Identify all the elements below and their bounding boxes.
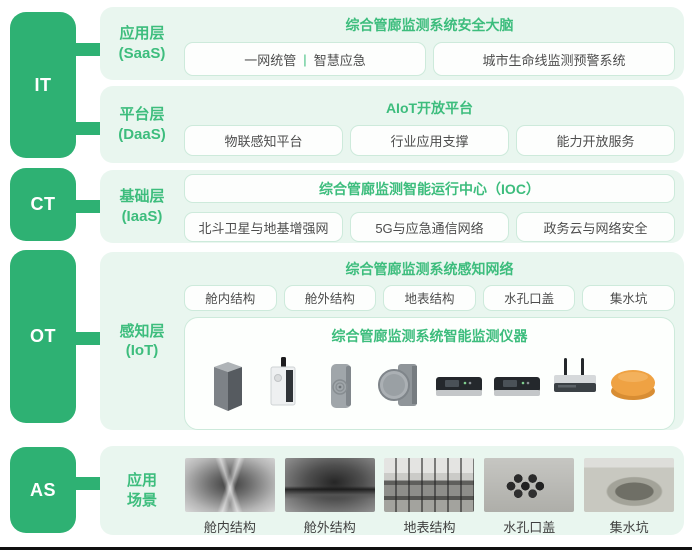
iot-layer-sub: (IoT)	[125, 342, 159, 359]
scenes-layer-label: 应用 场景	[100, 446, 184, 535]
bar-as: AS	[10, 447, 76, 533]
box-lifeline-warning-system: 城市生命线监测预警系统	[433, 42, 675, 76]
connector-iot	[74, 332, 102, 345]
iaas-layer-sub: (IaaS)	[121, 207, 163, 225]
scene-surface-structure: 地表结构	[384, 458, 476, 536]
iaas-layer-name: 基础层	[119, 188, 165, 205]
saas-layer-name: 应用层	[119, 25, 165, 42]
divider: |	[303, 51, 307, 67]
round-face-sensor-image	[313, 351, 371, 417]
box-urban-governance: 一网统管 | 智慧应急	[184, 42, 426, 76]
orange-gnss-beacon-image	[604, 351, 662, 417]
chip-manhole-cover: 水孔口盖	[482, 285, 576, 311]
chip-cabin-interior: 舱内结构	[184, 285, 277, 311]
bar-ct-label: CT	[30, 194, 56, 214]
box-beidou-network: 北斗卫星与地基增强网	[184, 212, 343, 242]
scenes-row: 应用 场景 舱内结构 舱外结构 地表结构 水孔口盖	[100, 446, 684, 535]
saas-layer-label: 应用层 (SaaS)	[100, 7, 184, 80]
disc-displacement-sensor-image	[371, 351, 429, 417]
chip-cabin-exterior: 舱外结构	[283, 285, 377, 311]
instruments-title: 综合管廊监测系统智能监测仪器	[331, 327, 528, 344]
scene-caption: 水孔口盖	[503, 520, 556, 535]
iaas-row: 基础层 (IaaS) 综合管廊监测智能运行中心（IOC） 北斗卫星与地基增强网 …	[100, 170, 684, 243]
instruments-panel: 综合管廊监测系统智能监测仪器	[184, 316, 675, 430]
scene-manhole-cover: 水孔口盖	[483, 458, 575, 536]
iot-layer-name: 感知层	[119, 322, 165, 340]
box-label: 一网统管	[244, 52, 297, 68]
logger-box-image	[488, 351, 546, 417]
bar-ct: CT	[10, 168, 76, 241]
box-open-services: 能力开放服务	[516, 125, 675, 156]
scene-caption: 集水坑	[609, 520, 649, 535]
daas-layer-label: 平台层 (DaaS)	[100, 86, 184, 163]
daas-row: 平台层 (DaaS) AIoT开放平台 物联感知平台 行业应用支撑 能力开放服务	[100, 86, 684, 163]
scene-caption: 舱内结构	[203, 520, 256, 535]
connector-scenes	[74, 477, 102, 490]
bar-it: IT	[10, 12, 76, 158]
sensing-network-title: 综合管廊监测系统感知网络	[345, 261, 514, 277]
logger-box-image	[430, 351, 488, 417]
bar-ot-label: OT	[30, 326, 56, 346]
saas-title: 综合管廊监测系统安全大脑	[345, 17, 514, 33]
saas-layer-sub: (SaaS)	[118, 44, 166, 62]
ioc-title-box: 综合管廊监测智能运行中心（IOC）	[184, 174, 675, 203]
cabin-exterior-photo	[284, 458, 375, 512]
iot-layer-label: 感知层 (IoT)	[100, 252, 184, 430]
saas-row: 应用层 (SaaS) 综合管廊监测系统安全大脑 一网统管 | 智慧应急 城市生命线监…	[100, 7, 684, 80]
cabin-interior-photo	[184, 458, 275, 512]
gateway-router-image	[546, 351, 604, 417]
connector-saas	[74, 43, 102, 56]
box-5g-network: 5G与应急通信网络	[350, 212, 509, 242]
page-bottom-rule	[0, 547, 692, 550]
scene-cabin-interior: 舱内结构	[184, 458, 276, 536]
box-label: 智慧应急	[313, 52, 366, 68]
daas-layer-name: 平台层	[119, 106, 165, 123]
iot-row: 感知层 (IoT) 综合管廊监测系统感知网络 舱内结构 舱外结构 地表结构 水孔…	[100, 252, 684, 430]
surface-structure-photo	[384, 458, 475, 512]
scene-cabin-exterior: 舱外结构	[284, 458, 376, 536]
scene-caption: 地表结构	[403, 520, 456, 535]
box-gov-cloud-security: 政务云与网络安全	[516, 212, 675, 242]
box-iot-platform: 物联感知平台	[184, 125, 343, 156]
pillar-sensor-image	[197, 351, 255, 417]
box-industry-support: 行业应用支撑	[350, 125, 509, 156]
bar-ot: OT	[10, 250, 76, 423]
iaas-layer-label: 基础层 (IaaS)	[100, 170, 184, 243]
scenes-layer-name: 应用	[126, 472, 157, 489]
chip-surface-structure: 地表结构	[383, 285, 476, 311]
manhole-cover-photo	[484, 458, 575, 512]
connector-iaas	[74, 200, 102, 213]
bar-as-label: AS	[29, 479, 56, 500]
daas-title: AIoT开放平台	[385, 100, 474, 116]
sump-pit-photo	[584, 458, 675, 512]
daas-layer-sub: (DaaS)	[118, 125, 166, 143]
device-gallery	[185, 346, 674, 429]
connector-daas	[74, 122, 102, 135]
scene-sump-pit: 集水坑	[583, 458, 675, 536]
antenna-tilt-sensor-image	[255, 351, 313, 417]
scene-caption: 舱外结构	[303, 520, 356, 535]
chip-sump-pit: 集水坑	[582, 285, 675, 311]
scenes-layer-sub: 场景	[126, 491, 157, 509]
bar-it-label: IT	[34, 74, 52, 95]
